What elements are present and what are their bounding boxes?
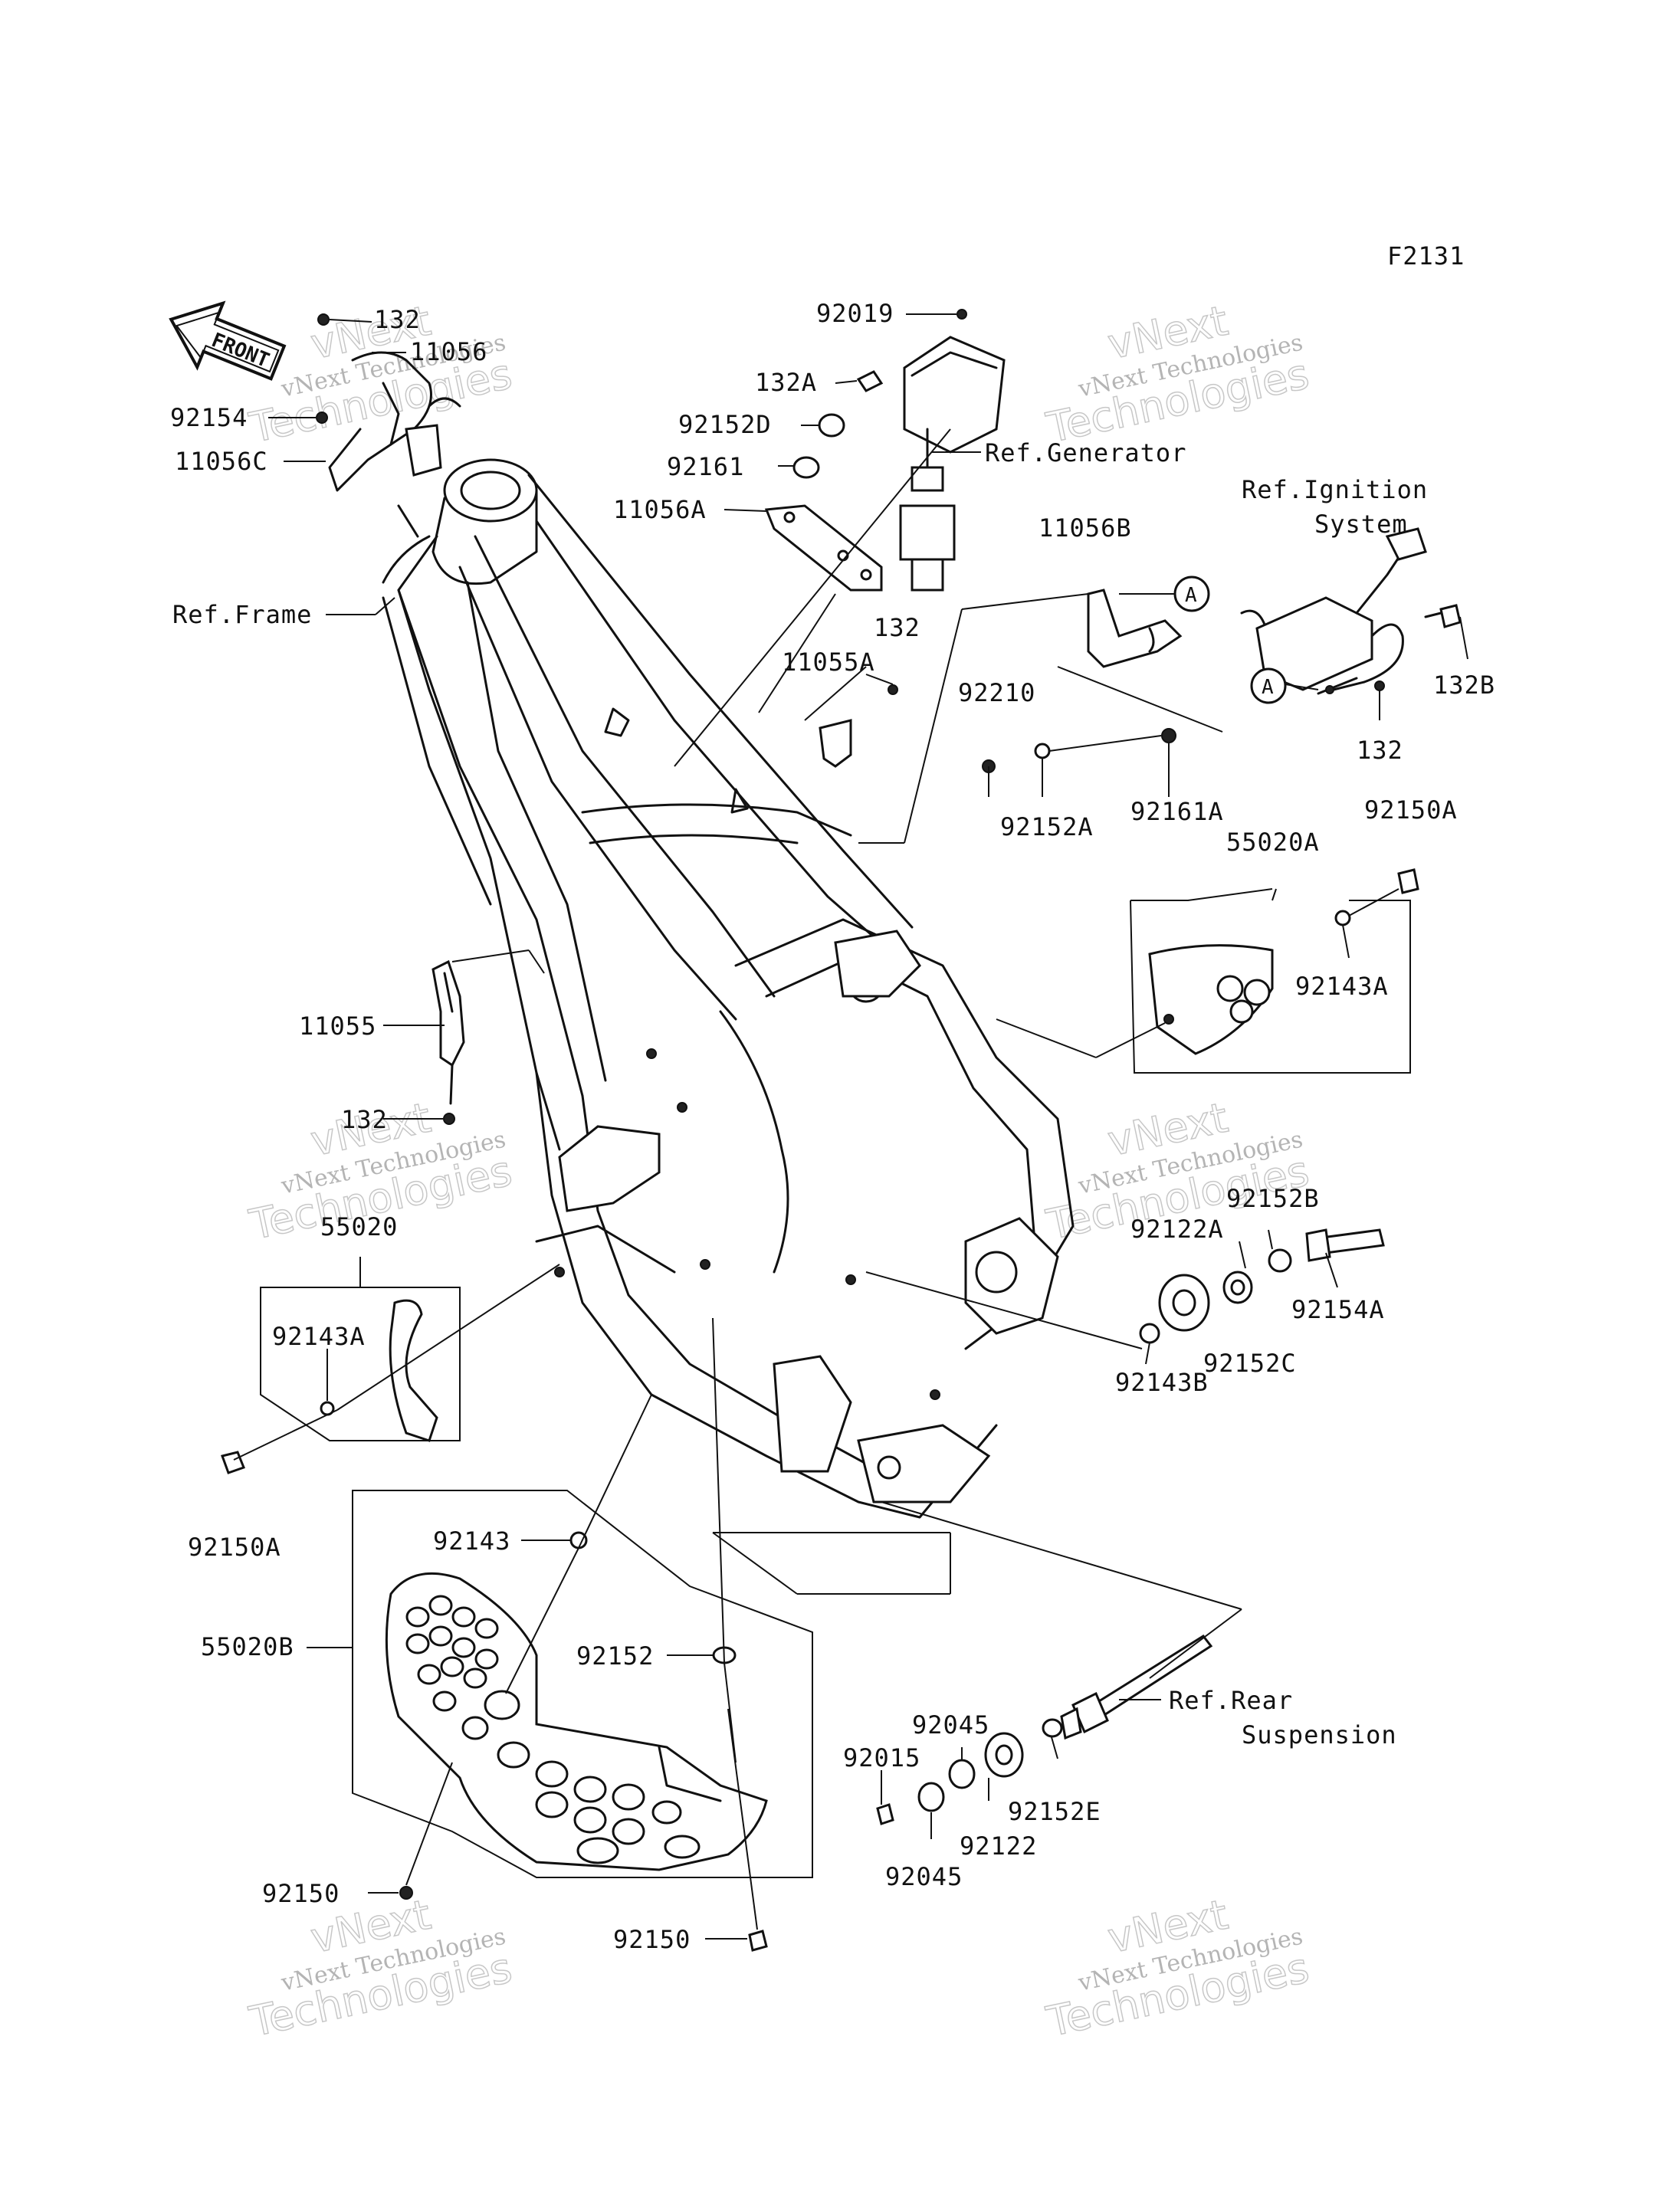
parts-11055-group — [431, 959, 465, 1125]
parts-rear-mount-group — [1139, 1228, 1385, 1344]
label-92143B: 92143B — [1115, 1368, 1209, 1397]
parts-top-center — [764, 309, 1006, 768]
label-ref-generator: Ref.Generator — [985, 438, 1186, 467]
label-132A: 132A — [755, 368, 817, 397]
part-labels: 132 11056 92154 11056C Ref.Frame 92019 1… — [170, 299, 1495, 1954]
label-ref-frame: Ref.Frame — [172, 600, 312, 629]
parts-ignition-group: A A — [982, 527, 1462, 773]
label-92143: 92143 — [433, 1526, 510, 1556]
label-11056B: 11056B — [1039, 513, 1132, 543]
label-92019: 92019 — [816, 299, 894, 328]
label-55020B: 55020B — [201, 1632, 294, 1661]
label-ref-ignition-system: System — [1314, 510, 1408, 539]
label-132-right: 132 — [1357, 736, 1403, 765]
label-92150-bottom: 92150 — [613, 1925, 691, 1954]
label-132-center: 132 — [874, 613, 920, 642]
main-frame — [382, 458, 1075, 1519]
label-92152A: 92152A — [1000, 812, 1094, 841]
label-11056A: 11056A — [613, 495, 707, 524]
label-11055A: 11055A — [782, 648, 875, 677]
parts-rear-suspension-group — [876, 1635, 1213, 1825]
label-92143A-left: 92143A — [272, 1322, 366, 1351]
label-92150A-left: 92150A — [188, 1533, 281, 1562]
label-11056C: 11056C — [175, 447, 268, 476]
label-92210: 92210 — [958, 678, 1035, 707]
label-92152B: 92152B — [1226, 1184, 1320, 1213]
label-11055: 11055 — [299, 1012, 376, 1041]
figure-code: F2131 — [1387, 241, 1465, 271]
leader-lines — [233, 313, 1468, 1940]
label-92122: 92122 — [960, 1831, 1037, 1861]
label-132-left: 132 — [341, 1105, 388, 1134]
label-92015: 92015 — [843, 1743, 920, 1772]
label-92045-top: 92045 — [912, 1710, 989, 1740]
label-92161: 92161 — [667, 452, 744, 481]
parts-55020-group — [221, 1287, 461, 1474]
label-92150-left: 92150 — [262, 1879, 340, 1908]
label-92150A-top: 92150A — [1364, 795, 1458, 825]
label-11056: 11056 — [410, 337, 487, 366]
callout-a-top-letter: A — [1185, 584, 1197, 607]
watermarks: vNext vNext Technologies Technologies vN… — [244, 296, 1314, 2047]
skid-plate-55020B — [352, 1490, 813, 1952]
label-ref-ignition: Ref.Ignition — [1242, 475, 1428, 504]
label-132B: 132B — [1433, 671, 1495, 700]
label-ref-rear: Ref.Rear — [1169, 1686, 1293, 1715]
callout-a-bottom-letter: A — [1262, 676, 1274, 699]
label-92154A: 92154A — [1291, 1295, 1385, 1324]
label-92152D: 92152D — [678, 410, 772, 439]
callout-a-bottom — [1250, 667, 1287, 704]
parts-55020A-group — [1130, 868, 1419, 1074]
label-132: 132 — [374, 305, 421, 334]
label-92154: 92154 — [170, 403, 248, 432]
label-92045-bottom: 92045 — [885, 1862, 963, 1891]
label-92152E: 92152E — [1008, 1797, 1101, 1826]
label-92161A: 92161A — [1130, 797, 1224, 826]
label-92152: 92152 — [576, 1641, 654, 1671]
label-92143A-right: 92143A — [1295, 972, 1389, 1001]
label-92152C: 92152C — [1203, 1349, 1297, 1378]
label-55020: 55020 — [320, 1212, 398, 1241]
label-55020A: 55020A — [1226, 828, 1320, 857]
front-arrow-icon: FRONT — [169, 300, 287, 381]
label-92122A: 92122A — [1130, 1215, 1224, 1244]
label-ref-rear-suspension: Suspension — [1242, 1720, 1397, 1749]
